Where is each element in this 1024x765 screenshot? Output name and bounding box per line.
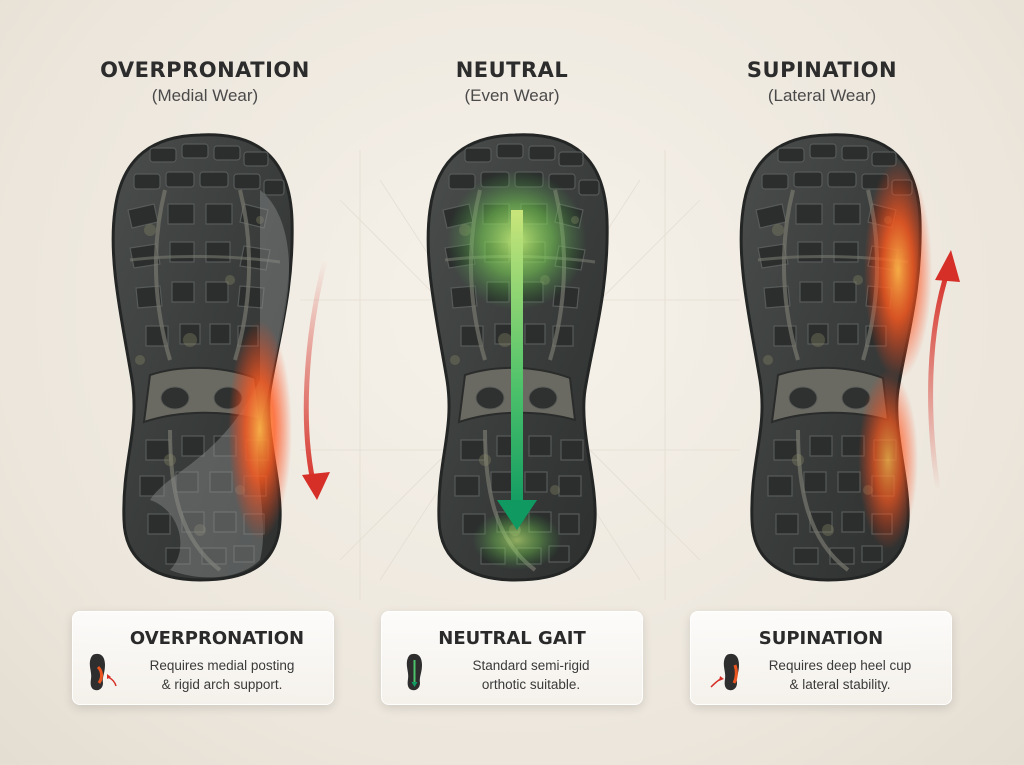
card-line: orthotic suitable.	[481, 677, 581, 692]
card-title: OVERPRONATION	[129, 628, 305, 649]
sole-neutral	[426, 132, 610, 583]
column-subtitle: (Even Wear)	[464, 86, 560, 105]
arrow-up-icon	[928, 269, 951, 491]
column-subtitle: (Lateral Wear)	[767, 86, 877, 105]
card-line: & rigid arch support.	[161, 677, 283, 692]
column-subtitle: (Medial Wear)	[151, 86, 259, 105]
column-header-supination: SUPINATION (Lateral Wear)	[672, 58, 972, 106]
info-card-neutral: NEUTRAL GAIT Standard semi-rigid orthoti…	[381, 611, 643, 705]
arrow-down-icon	[511, 210, 523, 510]
card-line: Standard semi-rigid	[472, 658, 590, 673]
info-card-supination: SUPINATION Requires deep heel cup & late…	[690, 611, 952, 705]
column-title: SUPINATION	[746, 58, 898, 82]
card-description: Requires medial posting & rigid arch sup…	[122, 656, 322, 694]
card-line: Requires deep heel cup	[768, 658, 912, 673]
sole-supination	[739, 132, 960, 583]
card-description: Standard semi-rigid orthotic suitable.	[431, 656, 631, 694]
foot-medial-icon	[89, 653, 117, 691]
card-line: & lateral stability.	[789, 677, 891, 692]
column-header-overpronation: OVERPRONATION (Medial Wear)	[55, 58, 355, 106]
foot-lateral-icon	[710, 653, 739, 691]
card-title: NEUTRAL GAIT	[438, 628, 586, 649]
card-title: SUPINATION	[758, 628, 884, 649]
column-title: OVERPRONATION	[100, 58, 310, 82]
column-header-neutral: NEUTRAL (Even Wear)	[362, 58, 662, 106]
foot-neutral-icon	[406, 653, 422, 691]
column-title: NEUTRAL	[455, 58, 569, 82]
info-card-overpronation: OVERPRONATION Requires medial posting & …	[72, 611, 334, 705]
card-line: Requires medial posting	[149, 658, 295, 673]
card-description: Requires deep heel cup & lateral stabili…	[740, 656, 940, 694]
sole-overpronation	[111, 132, 330, 583]
arrow-down-icon	[303, 259, 328, 491]
